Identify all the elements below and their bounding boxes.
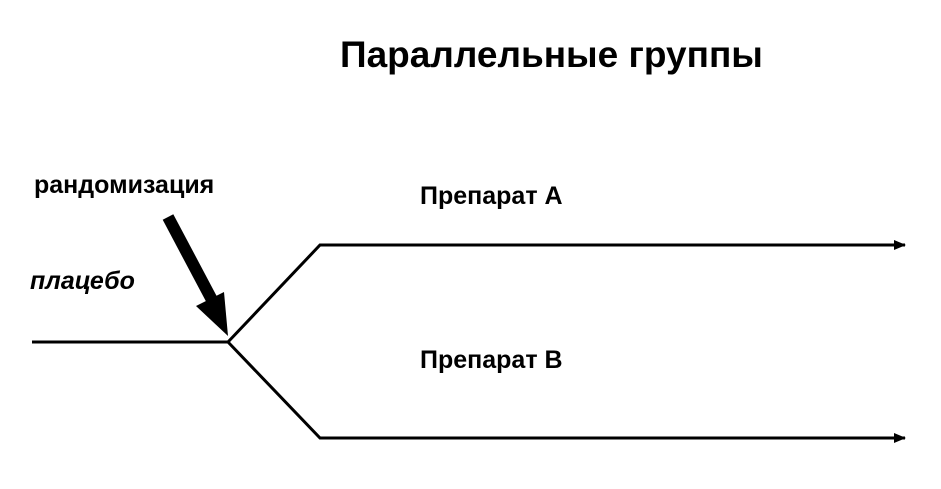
placebo-label: плацебо	[30, 267, 135, 295]
randomization-label: рандомизация	[34, 171, 215, 199]
branch-drug-a	[226, 240, 906, 344]
randomization-arrow	[162, 214, 228, 336]
branch-drug-b	[226, 340, 906, 443]
diagram-title: Параллельные группы	[340, 34, 763, 75]
drug-a-label: Препарат А	[420, 182, 563, 210]
drug-b-label: Препарат В	[420, 346, 563, 374]
